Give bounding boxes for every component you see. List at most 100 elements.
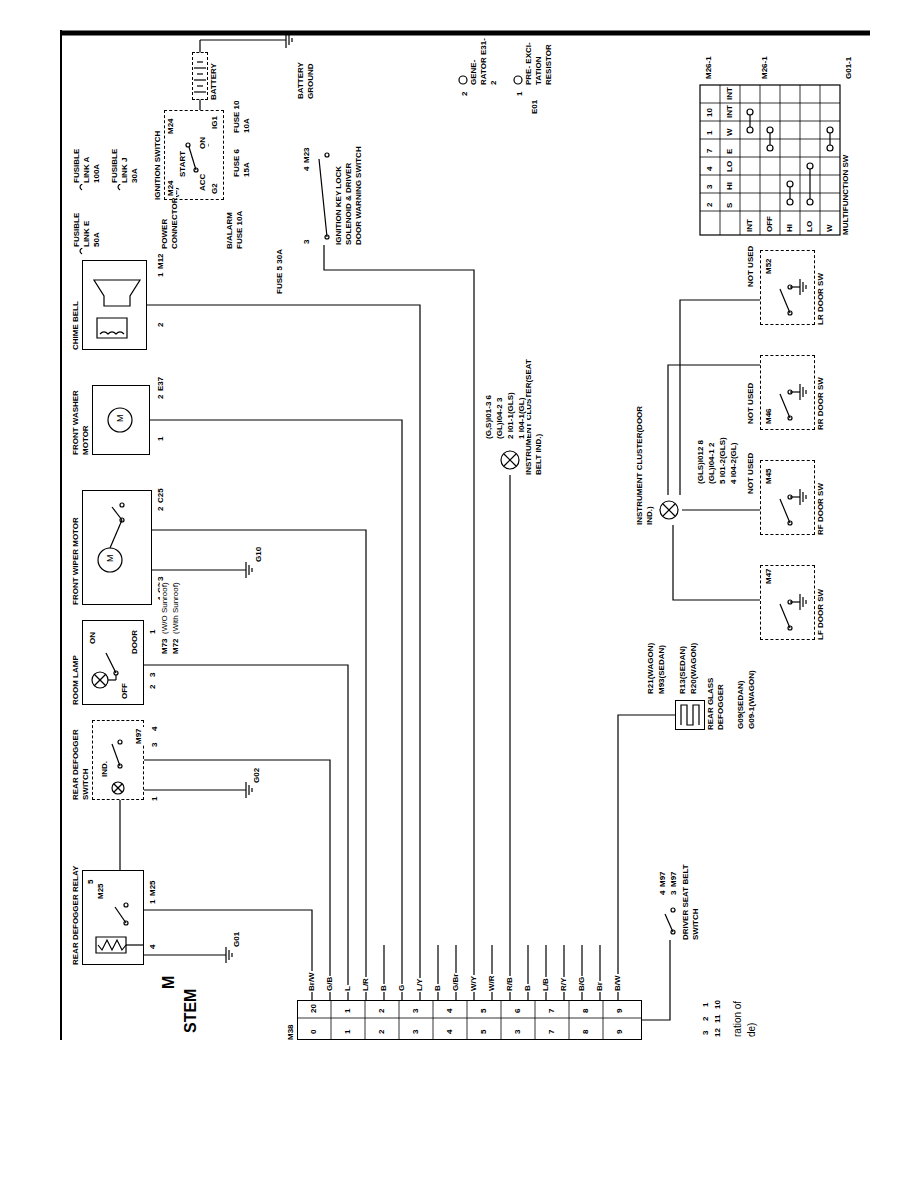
wire-line [112, 507, 122, 520]
wiring-label: 3 [669, 890, 679, 896]
component-label: LR DOOR SW [816, 250, 826, 325]
terminal-symbol [787, 199, 793, 205]
component-outline [497, 445, 523, 475]
wire-connector [144, 910, 312, 1000]
wire-line [720, 85, 721, 235]
wiring-art [60, 30, 870, 1040]
wiring-label: 12 [713, 1027, 723, 1038]
wiring-label: 3 [513, 1029, 523, 1035]
wire-layer [60, 30, 870, 1040]
wiring-label: 7 [547, 1008, 557, 1014]
terminal-symbol [120, 503, 124, 507]
wire-line [285, 32, 286, 48]
wiring-label: 2 [148, 684, 158, 690]
wiring-label: 5 [479, 1008, 489, 1014]
wiring-label: INT [725, 86, 735, 101]
bell-horn [94, 280, 140, 306]
wire-line [535, 1000, 536, 1040]
wire-connector [199, 100, 200, 110]
component-label: M38 [286, 1000, 296, 1040]
component-box: CHIME BELL [70, 260, 147, 350]
wiring-label: S [725, 202, 735, 209]
wiring-label: M45 [764, 467, 774, 485]
wiring-label: L/Y [415, 978, 425, 992]
wire-line [799, 384, 800, 400]
wiring-label: FUSE 6 15A [232, 138, 252, 178]
wiring-label: FUSIBLE LINK J 30A [110, 140, 140, 184]
wiring-label: G09(SEDAN) [736, 680, 746, 730]
wiring-label: FUSIBLE LINK E 50A [72, 204, 102, 248]
wire-line [94, 674, 106, 686]
wiring-label: DOOR [130, 629, 140, 655]
component-outline [315, 145, 333, 245]
wiring-label: 4 [150, 726, 160, 732]
wire-line [228, 950, 229, 960]
wiring-label: 3 [148, 672, 158, 678]
wiring-label: BATTERY GROUND [296, 48, 316, 100]
wiring-label: NOT USED [746, 382, 756, 425]
wiring-label: 9 [615, 1008, 625, 1014]
terminal-symbol [767, 127, 773, 133]
wiring-label: INT [745, 218, 755, 233]
wiring-label: 1 [705, 130, 715, 136]
wire-line [663, 504, 675, 516]
wiring-label: 2 [377, 1029, 387, 1035]
wiring-label: STEM [182, 988, 200, 1034]
wire-line [115, 907, 126, 923]
wire-line [114, 784, 122, 792]
wiring-label: LO [805, 220, 815, 233]
wiring-label: 2 I01-1(GLS) [506, 391, 516, 440]
wire-line [780, 499, 790, 523]
wiring-label: 1 [148, 629, 158, 635]
wiring-label: B/W [613, 974, 623, 992]
wiring-label: R/B [505, 976, 515, 992]
wire-line [790, 286, 800, 287]
wiring-label: IG1 [210, 115, 220, 130]
wire-line [108, 679, 116, 680]
wiring-label: (GL)I04-1 2 [707, 442, 717, 485]
component-label: INSTRUMENT CLUSTER(DOOR IND.) [635, 405, 655, 525]
wire-line [94, 674, 106, 686]
component-box: FRONT WASHER MOTOR [70, 380, 150, 455]
component-label: FRONT WASHER MOTOR [71, 380, 91, 455]
component-outline [82, 490, 152, 605]
wiring-label: B [379, 984, 389, 992]
wiring-label: M93(SEDAN) [657, 644, 667, 695]
terminal-symbol [98, 548, 122, 572]
wiring-label: 1 [343, 1008, 353, 1014]
terminal-symbol [112, 782, 124, 794]
wiring-label: M25 [148, 879, 158, 897]
wiring-label: 11 [713, 1014, 723, 1024]
component-outline [192, 52, 208, 100]
wire-line [144, 789, 246, 790]
wiring-label: B/G [577, 976, 587, 992]
wiring-label: ration of [732, 1000, 744, 1038]
wiring-label: 3 [701, 1030, 711, 1036]
wire-line [805, 285, 806, 289]
wire-line [245, 562, 246, 578]
wiring-label: G02 [252, 767, 262, 784]
terminal-symbol [827, 127, 833, 133]
wiring-label: B [523, 984, 533, 992]
wire-line [799, 279, 800, 295]
wire-line [780, 394, 790, 418]
wiring-label: L/B [541, 977, 551, 992]
component-outline [458, 75, 468, 85]
wiring-label: E01 [530, 99, 540, 115]
wire-connector [144, 760, 330, 1000]
terminal-symbol [807, 163, 813, 169]
terminal-symbol [92, 672, 108, 688]
wiring-label: 4 I04-2(GL) [729, 442, 739, 485]
wiring-label: M24 [166, 179, 176, 197]
wire-connector [673, 525, 760, 600]
component-box: MULTIFUNCTION SW [700, 85, 852, 235]
wire-line [504, 454, 516, 466]
wiring-label: ON [198, 136, 208, 150]
wiring-label: 5 I01-2(GLS) [718, 436, 728, 485]
wiring-label: M23 [302, 146, 312, 164]
wiring-label: (GL)I04-2 3 [495, 397, 505, 440]
wire-line [504, 454, 516, 466]
wiring-label: M12 [156, 252, 166, 270]
component-label: LF DOOR SW [816, 565, 826, 640]
wiring-label: 5 [86, 879, 96, 885]
